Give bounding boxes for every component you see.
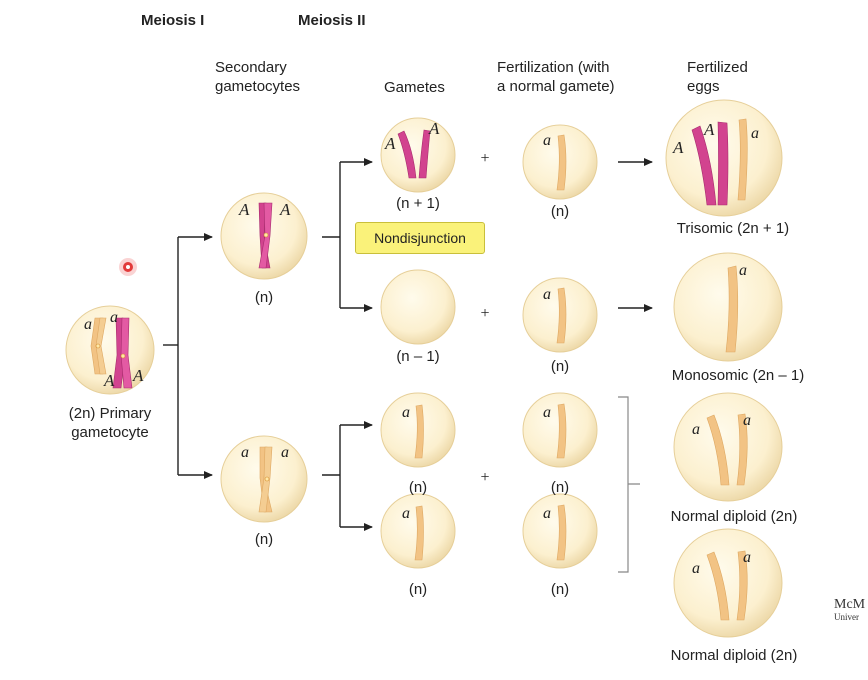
allele-label: A [672, 138, 684, 157]
allele-label: A [238, 200, 250, 219]
allele-label: a [743, 412, 751, 429]
meiosis-ii-header: Meiosis II [298, 12, 366, 29]
fertilized-egg-normal-diploid: a a [673, 528, 783, 638]
allele-label: A [384, 134, 396, 153]
allele-label: a [402, 404, 410, 421]
allele-label: A [703, 120, 715, 139]
primary-gametocyte-cell: a a A A [65, 305, 155, 395]
allele-label: a [692, 560, 700, 577]
normal-diploid-label: Normal diploid (2n) [670, 647, 798, 664]
gamete-label-n-minus-1: (n – 1) [396, 348, 440, 365]
allele-label: a [110, 309, 118, 326]
secondary-bottom-label: (n) [254, 531, 274, 548]
trisomic-label: Trisomic (2n + 1) [676, 220, 790, 237]
allele-label: a [281, 444, 289, 461]
normal-gamete-cell: a [522, 124, 598, 200]
normal-gamete-label: (n) [550, 358, 570, 375]
fertilized-egg-normal-diploid: a a [673, 392, 783, 502]
allele-label: a [402, 505, 410, 522]
gamete-label-n: (n) [408, 479, 428, 496]
allele-label: a [543, 132, 551, 149]
normal-gamete-cell: a [522, 392, 598, 468]
gamete-cell-n: a [380, 493, 456, 569]
allele-label: A [279, 200, 291, 219]
allele-label: A [132, 366, 144, 385]
normal-gamete-label: (n) [550, 581, 570, 598]
secondary-top-label: (n) [254, 289, 274, 306]
gamete-label-n: (n) [408, 581, 428, 598]
secondary-gametocyte-cell-bottom: a a [220, 435, 308, 523]
monosomic-label: Monosomic (2n – 1) [671, 367, 805, 384]
normal-gamete-label: (n) [550, 203, 570, 220]
gamete-cell-n-minus-1 [380, 269, 456, 345]
allele-label: a [543, 286, 551, 303]
meiosis-i-header: Meiosis I [141, 12, 205, 29]
primary-gametocyte-label: (2n) Primary gametocyte [68, 405, 152, 441]
allele-label: A [103, 371, 115, 390]
normal-diploid-bracket [618, 396, 640, 573]
plus-sign: + [480, 469, 489, 486]
normal-gamete-cell: a [522, 493, 598, 569]
allele-label: a [743, 549, 751, 566]
allele-label: a [739, 262, 747, 279]
normal-diploid-label: Normal diploid (2n) [670, 508, 798, 525]
allele-label: A [428, 119, 440, 138]
fertilized-eggs-header: Fertilized eggs [687, 59, 748, 95]
allele-label: a [84, 316, 92, 333]
fertilized-egg-trisomic: A A a [665, 99, 783, 217]
allele-label: a [543, 505, 551, 522]
gamete-cell-n-plus-1: A A [380, 117, 456, 193]
gamete-label-n-plus-1: (n + 1) [396, 195, 440, 212]
secondary-gametocytes-header: Secondary gametocytes [215, 59, 301, 95]
gamete-cell-n: a [380, 392, 456, 468]
secondary-gametocyte-cell-top: A A [220, 192, 308, 280]
publisher-logo: McM Univer [834, 597, 866, 623]
allele-label: a [692, 421, 700, 438]
connector-lines [163, 158, 653, 531]
plus-sign: + [480, 150, 489, 167]
allele-label: a [543, 404, 551, 421]
fertilized-egg-monosomic: a [673, 252, 783, 362]
allele-label: a [241, 444, 249, 461]
plus-sign: + [480, 305, 489, 322]
pointer-dot [119, 258, 137, 276]
normal-gamete-label: (n) [550, 479, 570, 496]
allele-label: a [751, 125, 759, 142]
fertilization-header: Fertilization (with a normal gamete) [497, 59, 615, 95]
normal-gamete-cell: a [522, 277, 598, 353]
gametes-header: Gametes [384, 79, 445, 96]
nondisjunction-label: Nondisjunction [355, 222, 485, 254]
